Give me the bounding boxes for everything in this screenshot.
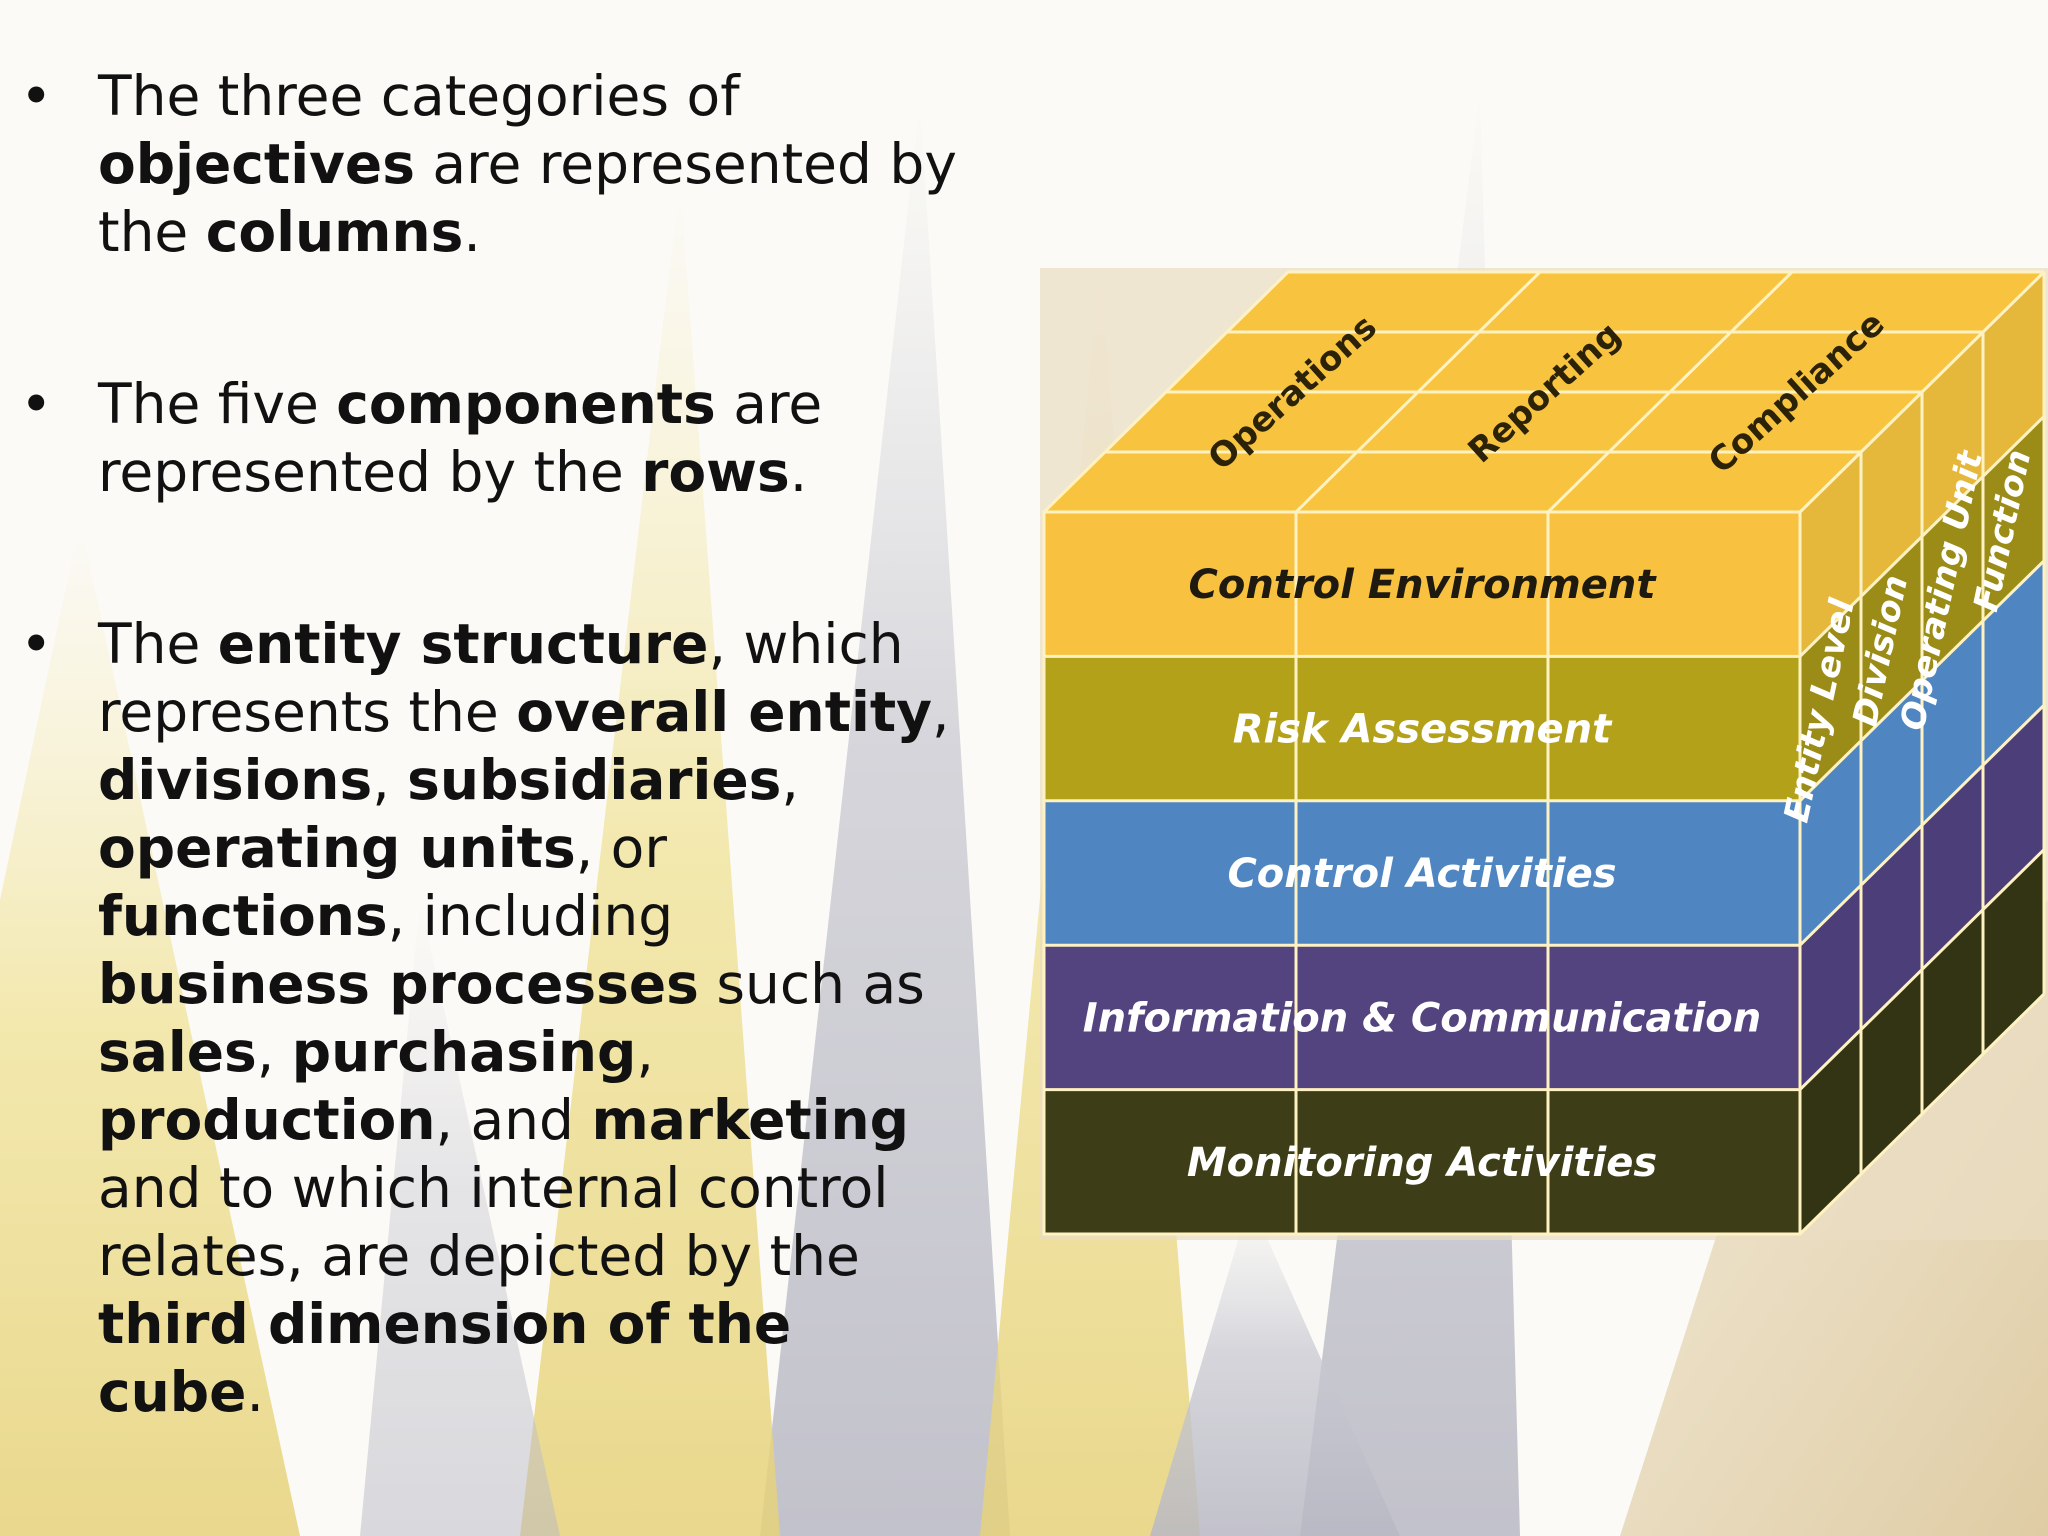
component-label: Information & Communication	[1083, 995, 1762, 1041]
bullet-text: The entity structure, which represents t…	[98, 610, 960, 1426]
bullet-segment: are represented by the	[98, 132, 957, 264]
component-row-3	[1044, 945, 1800, 1090]
bullet-segment: ,	[781, 748, 799, 812]
bullet-segment: The	[98, 612, 218, 676]
bullet-segment: ,	[256, 1020, 292, 1084]
component-row-1	[1044, 656, 1800, 801]
bullet-segment: are represented by the	[98, 372, 823, 504]
component-row-4	[1044, 1089, 1800, 1234]
side-row-line	[1798, 848, 2046, 1091]
bullet-segment: .	[789, 440, 808, 504]
front-border	[1042, 510, 1802, 1236]
bold-term: operating units	[98, 816, 576, 880]
bold-term: divisions	[98, 748, 373, 812]
bold-term: production	[98, 1088, 436, 1152]
bold-term: components	[336, 372, 716, 436]
component-label: Risk Assessment	[1233, 707, 1613, 753]
bold-term: business processes	[98, 952, 699, 1016]
bullet-text: The three categories of objectives are r…	[98, 62, 960, 266]
bullet-entity-structure: • The entity structure, which represents…	[0, 610, 960, 1426]
bg-shard	[760, 100, 1010, 1536]
bold-term: subsidiaries	[407, 748, 782, 812]
bg-shard	[360, 900, 560, 1536]
bullet-segment: ,	[931, 680, 950, 744]
bullet-segment: , or	[575, 816, 667, 880]
bg-shard	[0, 520, 300, 1536]
bullet-list: • The three categories of objectives are…	[0, 62, 960, 1426]
bullet-segment: such as	[698, 952, 925, 1016]
bold-term: functions	[98, 884, 388, 948]
bold-term: overall entity	[516, 680, 932, 744]
side-row-line	[1798, 704, 2046, 947]
component-row-0	[1044, 512, 1800, 657]
bold-term: columns	[205, 200, 464, 264]
component-label: Monitoring Activities	[1187, 1140, 1657, 1186]
bullet-segment: The five	[98, 372, 337, 436]
bullet-segment: ,	[636, 1020, 654, 1084]
bullet-segment: , including	[387, 884, 674, 948]
bold-term: objectives	[98, 132, 415, 196]
side-row-line	[1798, 559, 2046, 802]
bold-term: sales	[98, 1020, 257, 1084]
component-row-2	[1044, 800, 1800, 946]
bullet-marker: •	[20, 64, 53, 128]
side-row-line	[1798, 415, 2046, 658]
bullet-segment: The three categories of	[98, 64, 740, 128]
side-row-line	[1798, 992, 2046, 1236]
bg-shard	[520, 180, 780, 1536]
bullet-segment: ,	[372, 748, 408, 812]
cube-side-face	[1798, 270, 2046, 1236]
bullet-segment: , and	[435, 1088, 592, 1152]
bold-term: third dimension of the cube	[98, 1292, 792, 1424]
bullet-objectives: • The three categories of objectives are…	[0, 62, 960, 266]
bullet-marker: •	[20, 372, 53, 436]
bullet-segment: , which represents the	[98, 612, 904, 744]
bold-term: rows	[641, 440, 790, 504]
bullet-segment: and to which internal control relates, a…	[98, 1156, 889, 1288]
cube-front-face	[1042, 510, 1802, 1236]
bold-term: marketing	[591, 1088, 910, 1152]
bullet-components: • The five components are represented by…	[0, 370, 960, 506]
bullet-text: The five components are represented by t…	[98, 370, 960, 506]
bullet-marker: •	[20, 612, 53, 676]
bullet-segment: .	[246, 1360, 264, 1424]
bold-term: entity structure	[217, 612, 709, 676]
bullet-segment: .	[463, 200, 481, 264]
cube-top-face	[1042, 270, 2046, 514]
component-label: Control Activities	[1227, 851, 1616, 897]
component-label: Control Environment	[1189, 562, 1658, 608]
bg-shard	[1150, 1200, 1400, 1536]
bold-term: purchasing	[291, 1020, 637, 1084]
